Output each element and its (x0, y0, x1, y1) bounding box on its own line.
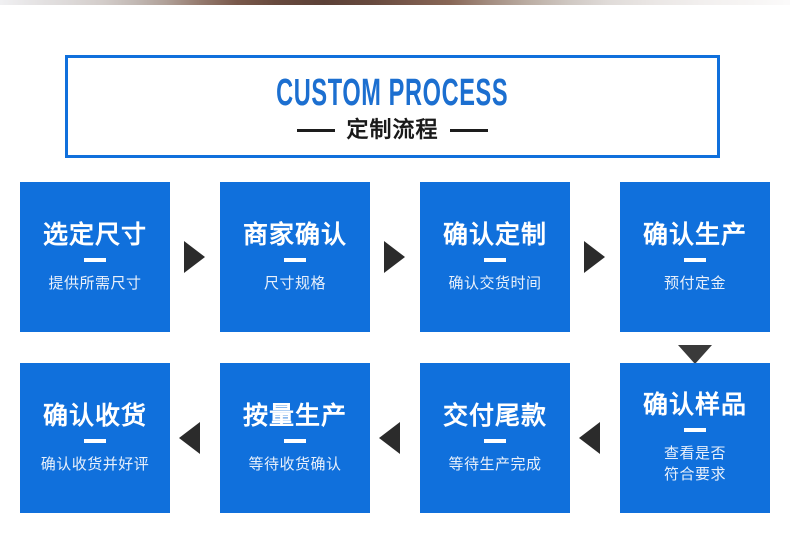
process-card-title: 按量生产 (242, 400, 347, 430)
arrow-left-icon (579, 422, 600, 454)
process-card-title: 商家确认 (242, 219, 347, 249)
arrow-left-icon (179, 422, 200, 454)
process-card-title: 确认收货 (42, 400, 147, 430)
process-card-1[interactable]: 选定尺寸 提供所需尺寸 (20, 182, 170, 332)
process-card-title: 确认样品 (642, 390, 747, 419)
card-divider (684, 257, 706, 262)
process-card-5[interactable]: 确认样品 查看是否 符合要求 (620, 363, 770, 513)
process-card-title: 选定尺寸 (42, 219, 147, 249)
process-card-subtitle: 等待生产完成 (448, 454, 542, 473)
process-card-2[interactable]: 商家确认 尺寸规格 (220, 182, 370, 332)
arrow-right-icon (584, 241, 605, 273)
top-photo-sliver (0, 0, 790, 5)
card-divider (484, 438, 506, 443)
process-card-3[interactable]: 确认定制 确认交货时间 (420, 182, 570, 332)
page-subtitle: 定制流程 (346, 117, 439, 143)
process-card-4[interactable]: 确认生产 预付定金 (620, 182, 770, 332)
arrow-left-icon (379, 422, 400, 454)
process-card-8[interactable]: 确认收货 确认收货并好评 (20, 363, 170, 513)
process-card-subtitle: 确认收货并好评 (40, 454, 150, 473)
page-header-banner: CUSTOM PROCESS 定制流程 (65, 55, 720, 158)
page-title: CUSTOM PROCESS (276, 71, 509, 114)
dash-left-icon (297, 129, 336, 132)
arrow-right-icon (384, 241, 405, 273)
card-divider (84, 438, 106, 443)
card-divider (684, 428, 706, 432)
process-card-subtitle: 确认交货时间 (448, 273, 542, 292)
card-divider (484, 257, 506, 262)
arrow-right-icon (184, 241, 205, 273)
process-card-title: 确认生产 (642, 219, 747, 249)
process-card-subtitle: 等待收货确认 (248, 454, 342, 473)
card-divider (284, 438, 306, 443)
process-card-6[interactable]: 交付尾款 等待生产完成 (420, 363, 570, 513)
process-card-subtitle: 提供所需尺寸 (48, 273, 142, 292)
process-card-subtitle: 尺寸规格 (263, 273, 326, 292)
arrow-down-icon (678, 345, 712, 364)
process-card-title: 交付尾款 (442, 400, 547, 430)
process-card-title: 确认定制 (442, 219, 547, 249)
process-card-7[interactable]: 按量生产 等待收货确认 (220, 363, 370, 513)
dash-right-icon (449, 129, 488, 132)
process-card-subtitle: 预付定金 (663, 273, 726, 292)
page-subtitle-row: 定制流程 (297, 117, 488, 143)
card-divider (284, 257, 306, 262)
process-card-subtitle: 查看是否 符合要求 (663, 444, 726, 483)
card-divider (84, 257, 106, 262)
